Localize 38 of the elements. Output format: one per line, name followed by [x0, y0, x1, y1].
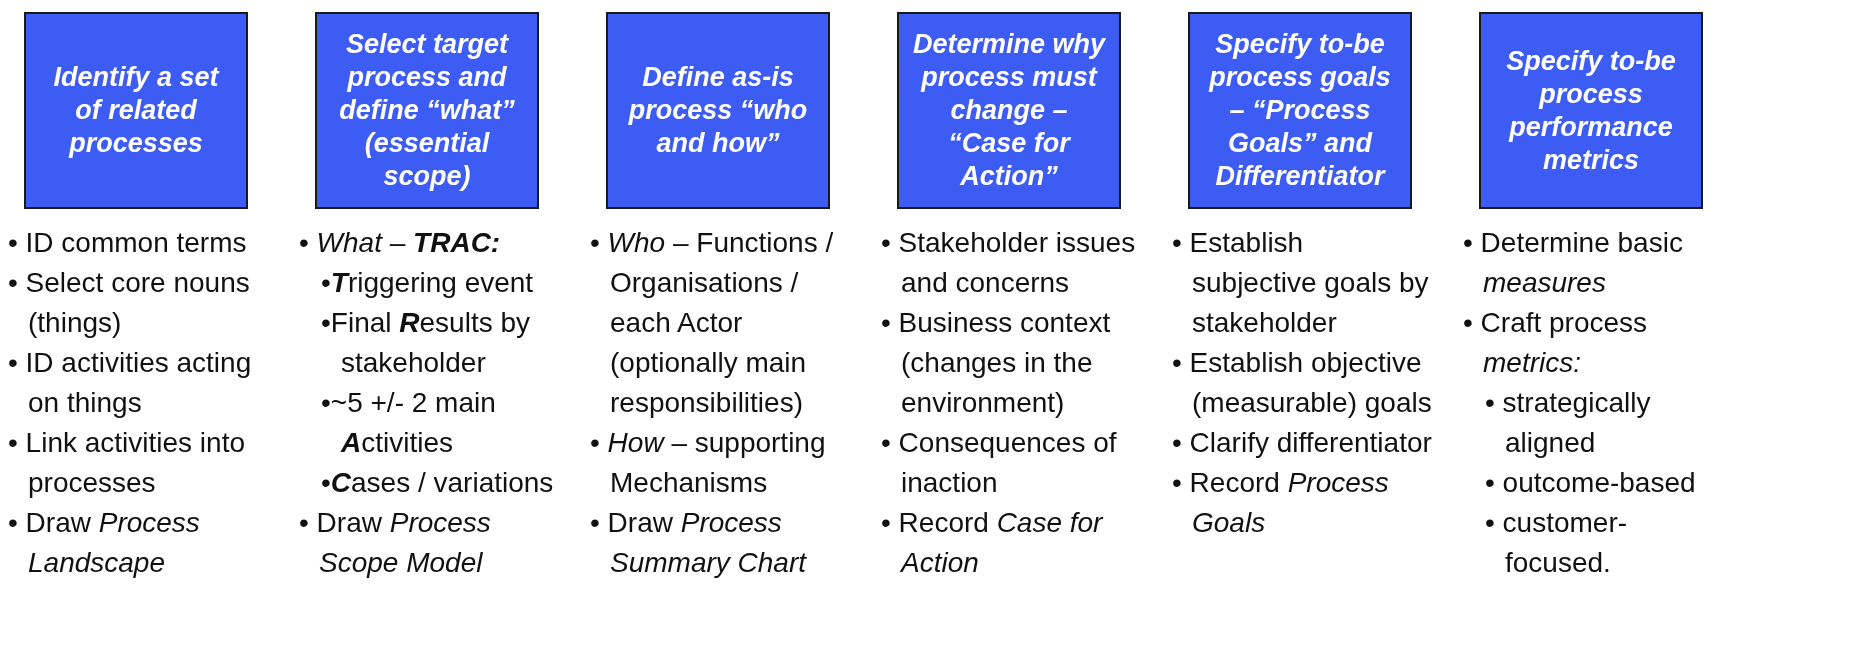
process-step-box — [315, 12, 539, 209]
bullet-item: •Cases / variations — [321, 466, 554, 500]
process-step-box — [897, 12, 1121, 209]
step-title: Specify to-be process performance metrics — [1505, 44, 1677, 177]
bullet-item: • Business context (changes in the environment) — [881, 306, 1112, 420]
bullet-item: • Stakeholder issues and concerns — [881, 226, 1137, 300]
bullet-item: • Establish subjective goals by stakeholder — [1172, 226, 1430, 340]
bullet-item: •Final Results by stakeholder — [321, 306, 531, 380]
bullet-item: • ID common terms — [8, 226, 247, 260]
bullet-item: • Record Process Goals — [1172, 466, 1390, 540]
bullet-item: • Establish objective (measurable) goals — [1172, 346, 1433, 420]
bullet-item: • Draw Process Landscape — [8, 506, 201, 580]
step-title: Identify a set of related processes — [52, 61, 221, 160]
bullet-item: • What – TRAC: — [299, 226, 501, 260]
bullet-item: • Who – Functions / Organisations / each Actor (optionally main responsibilities) — [590, 226, 835, 420]
bullet-item: • Draw Process Summary Chart — [590, 506, 808, 580]
bullet-item: • Craft process metrics: — [1463, 306, 1649, 380]
bullet-item: • Clarify differentiator — [1172, 426, 1432, 460]
process-step-box — [1479, 12, 1703, 209]
step-title: Select target process and define “what” (essential scope) — [338, 28, 516, 193]
process-step-box — [1188, 12, 1412, 209]
step-title: Specify to-be process goals – “Process Goals” and Differentiator — [1207, 28, 1392, 193]
process-step-box — [606, 12, 830, 209]
bullet-item: • outcome-based — [1485, 466, 1696, 500]
bullet-item: •Triggering event — [321, 266, 534, 300]
process-step-box — [24, 12, 248, 209]
bullet-item: • Draw Process Scope Model — [299, 506, 492, 580]
bullet-item: • Link activities into processes — [8, 426, 246, 500]
bullet-item: • How – supporting Mechanisms — [590, 426, 827, 500]
step-title: Determine why process must change – “Case for Action” — [911, 28, 1107, 193]
bullet-item: • Record Case for Action — [881, 506, 1105, 580]
bullet-item: • ID activities acting on things — [8, 346, 253, 420]
step-title: Define as-is process “who and how” — [627, 61, 809, 160]
bullet-item: • Consequences of inaction — [881, 426, 1118, 500]
bullet-item: • Determine basic measures — [1463, 226, 1684, 300]
bullet-item: • customer-focused. — [1485, 506, 1629, 580]
bullet-item: • strategically aligned — [1485, 386, 1652, 460]
bullet-item: • Select core nouns (things) — [8, 266, 251, 340]
